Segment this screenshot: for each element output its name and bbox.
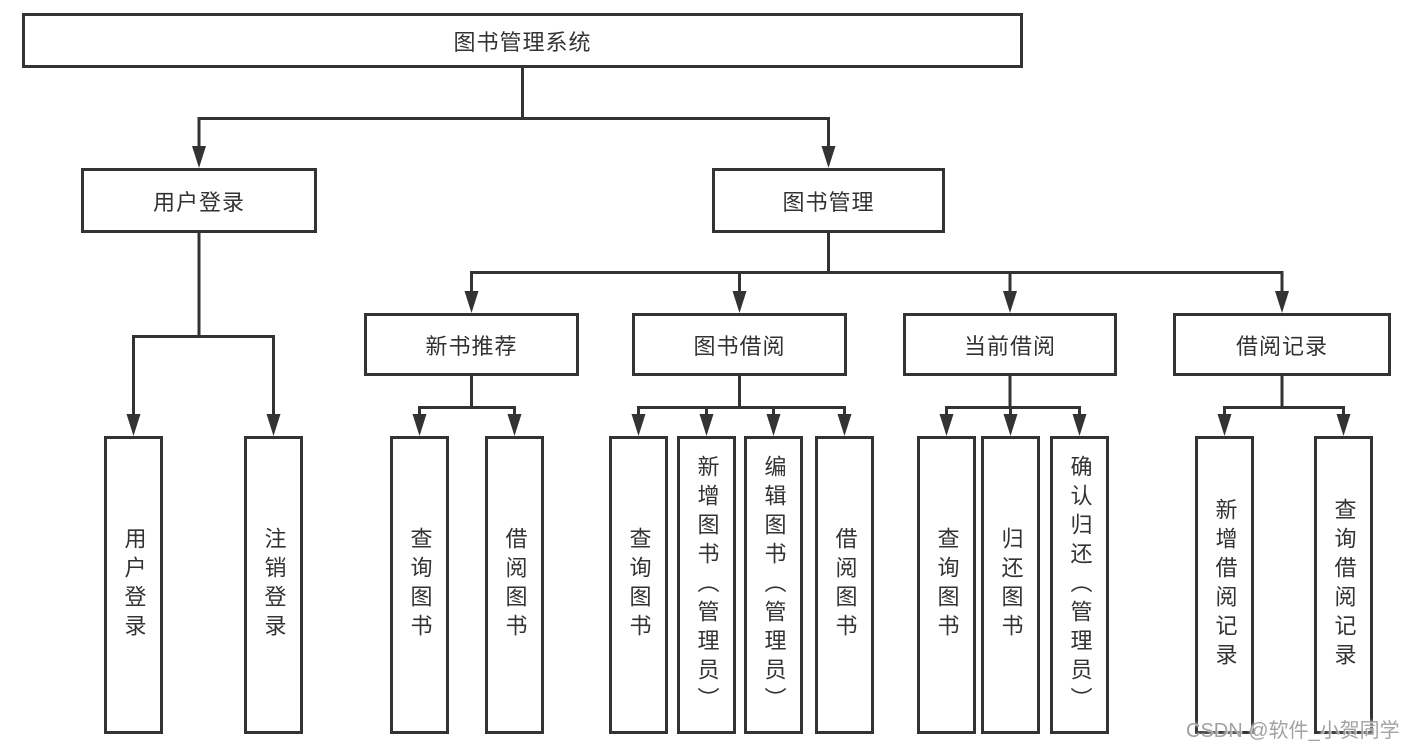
leaf-newbook-query-books: 查询图书 (390, 436, 449, 734)
edges-book-borrow-children (631, 374, 852, 436)
arrowhead-icon (939, 414, 954, 436)
edge-lines (945, 374, 1081, 416)
node-current-borrow-label: 当前借阅 (963, 333, 1056, 359)
arrowhead-icon (821, 146, 836, 168)
arrowhead-icon (266, 414, 281, 436)
edges-borrow-records-children (1217, 374, 1351, 436)
node-root: 图书管理系统 (22, 13, 1023, 68)
leaf-newbook-borrow-books: 借阅图书 (485, 436, 544, 734)
leaf-current-query-books: 查询图书 (917, 436, 976, 734)
leaf-bookborrow-borrow-books: 借阅图书 (815, 436, 874, 734)
csdn-watermark: CSDN @软件_小贺同学 (1186, 720, 1400, 742)
leaf-logout-label: 注销登录 (261, 527, 287, 643)
leaf-bookborrow-add-books-admin-label: 新增图书（管理员） (694, 454, 720, 716)
leaf-bookborrow-edit-books-admin: 编辑图书（管理员） (744, 436, 803, 734)
leaf-user-login: 用户登录 (104, 436, 163, 734)
arrowhead-icon (192, 146, 206, 168)
edge-lines (470, 231, 1284, 293)
edges-user-login-children (126, 231, 281, 436)
node-borrow-records: 借阅记录 (1173, 313, 1391, 376)
arrowhead-icon (1003, 291, 1017, 313)
arrowhead-icon (631, 414, 646, 436)
node-user-login: 用户登录 (81, 168, 317, 233)
arrowhead-icon (1336, 414, 1351, 436)
leaf-bookborrow-add-books-admin: 新增图书（管理员） (677, 436, 736, 734)
leaf-newbook-borrow-books-label: 借阅图书 (502, 527, 528, 643)
arrowhead-icon (699, 414, 714, 436)
edges-new-book-rec-children (412, 374, 522, 436)
edge-lines (197, 66, 830, 150)
leaf-current-return-books-label: 归还图书 (998, 527, 1024, 643)
arrowhead-icon (766, 414, 781, 436)
arrowhead-icon (1275, 291, 1289, 313)
leaf-records-add-borrow-record-label: 新增借阅记录 (1212, 498, 1238, 672)
node-borrow-records-label: 借阅记录 (1235, 333, 1328, 359)
leaf-current-query-books-label: 查询图书 (934, 527, 960, 643)
edge-lines (1223, 374, 1345, 416)
arrowhead-icon (1072, 414, 1087, 436)
edge-lines (132, 231, 275, 418)
leaf-current-confirm-return-admin: 确认归还（管理员） (1050, 436, 1109, 734)
arrowhead-icon (412, 414, 427, 436)
arrowhead-icon (507, 414, 522, 436)
node-new-book-rec-label: 新书推荐 (425, 333, 518, 359)
leaf-records-add-borrow-record: 新增借阅记录 (1195, 436, 1254, 734)
node-book-borrow-label: 图书借阅 (693, 333, 786, 359)
node-new-book-rec: 新书推荐 (364, 313, 579, 376)
arrowhead-icon (732, 291, 747, 313)
leaf-bookborrow-borrow-books-label: 借阅图书 (832, 527, 858, 643)
arrowhead-icon (464, 291, 479, 313)
node-user-login-label: 用户登录 (152, 189, 245, 215)
leaf-logout: 注销登录 (244, 436, 303, 734)
arrowhead-icon (126, 414, 141, 436)
arrowhead-icon (1217, 414, 1232, 436)
leaf-records-query-borrow-record-label: 查询借阅记录 (1331, 498, 1357, 672)
leaf-current-return-books: 归还图书 (981, 436, 1040, 734)
arrowhead-icon (1003, 414, 1018, 436)
edge-lines (418, 374, 516, 416)
node-book-mgmt-label: 图书管理 (782, 189, 875, 215)
node-root-label: 图书管理系统 (453, 29, 592, 55)
leaf-bookborrow-query-books-label: 查询图书 (626, 527, 652, 643)
leaf-bookborrow-query-books: 查询图书 (609, 436, 668, 734)
leaf-records-query-borrow-record: 查询借阅记录 (1314, 436, 1373, 734)
node-current-borrow: 当前借阅 (903, 313, 1117, 376)
edges-book-mgmt-children (464, 231, 1289, 313)
leaf-current-confirm-return-admin-label: 确认归还（管理员） (1067, 454, 1093, 716)
leaf-bookborrow-edit-books-admin-label: 编辑图书（管理员） (761, 454, 787, 716)
node-book-borrow: 图书借阅 (632, 313, 847, 376)
edge-lines (637, 374, 846, 416)
node-book-mgmt: 图书管理 (712, 168, 945, 233)
edges-current-borrow-children (939, 374, 1087, 436)
leaf-user-login-label: 用户登录 (121, 527, 147, 643)
arrowhead-icon (837, 414, 852, 436)
edges-root-to-level2 (192, 66, 836, 168)
leaf-newbook-query-books-label: 查询图书 (407, 527, 433, 643)
